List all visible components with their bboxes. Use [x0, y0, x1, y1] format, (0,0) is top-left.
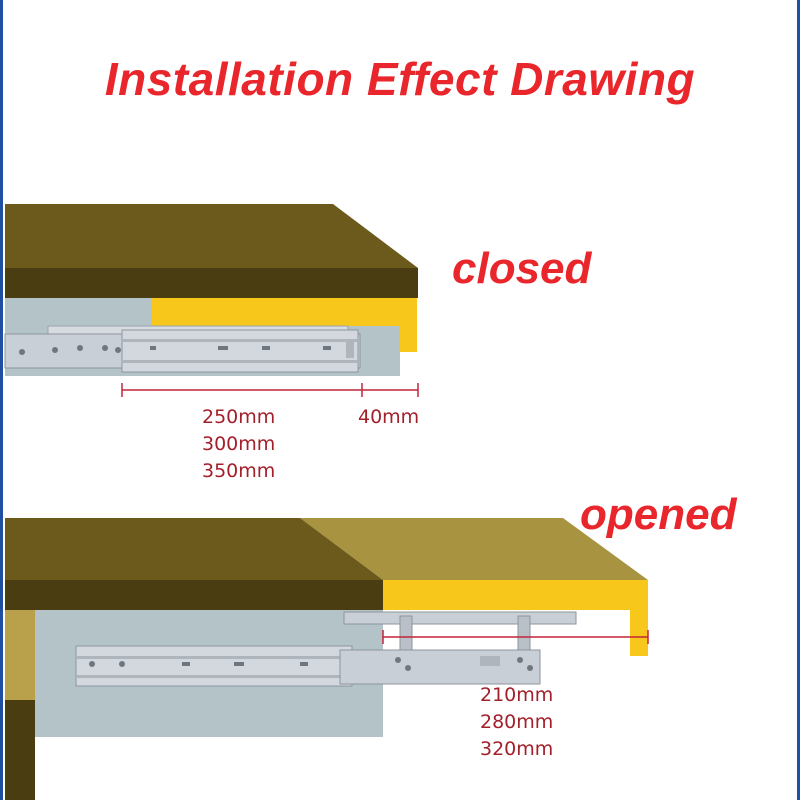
page-title: Installation Effect Drawing [104, 53, 696, 105]
closed-slide-rail-icon [4, 325, 361, 373]
opened-travel-option: 210mm [480, 684, 554, 706]
closed-extra-length: 40mm [358, 404, 419, 431]
closed-dimension-line-icon [121, 383, 419, 397]
opened-drawer-box [383, 580, 648, 610]
right-frame-border [797, 0, 800, 800]
closed-state-drawing [4, 204, 419, 397]
opened-travel-options: 210mm 280mm 320mm [480, 682, 553, 763]
opened-cabinet-side-shadow [5, 700, 35, 800]
opened-drawer-top [300, 518, 648, 580]
opened-slide-rail-icon [75, 611, 577, 687]
closed-length-option: 350mm [202, 460, 276, 482]
closed-wood-top [5, 204, 418, 268]
opened-state-drawing [5, 518, 649, 800]
closed-label: closed [452, 244, 592, 293]
closed-extra-value: 40mm [358, 406, 420, 428]
left-frame-border [0, 0, 3, 800]
closed-length-options: 250mm 300mm 350mm [202, 404, 275, 485]
opened-dimension-line-icon [382, 630, 649, 644]
opened-label: opened [580, 490, 737, 539]
opened-wood-front [5, 580, 383, 610]
opened-drawer-lip [630, 608, 648, 656]
closed-length-option: 300mm [202, 433, 276, 455]
closed-wood-front [5, 268, 418, 298]
closed-length-option: 250mm [202, 406, 276, 428]
opened-travel-option: 280mm [480, 711, 554, 733]
opened-travel-option: 320mm [480, 738, 554, 760]
opened-wood-top [5, 518, 383, 580]
